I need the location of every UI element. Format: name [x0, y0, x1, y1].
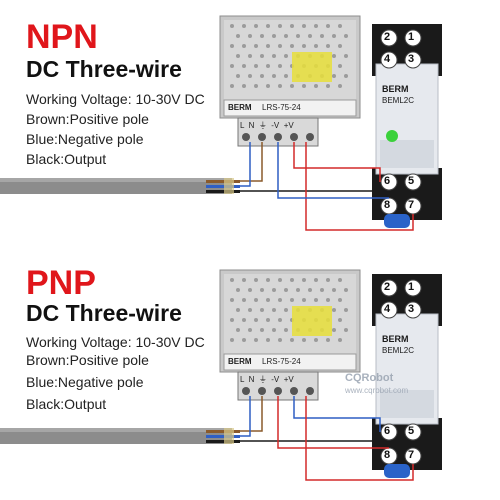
relay-pin-4: 4 — [384, 53, 391, 65]
relay-pin-3: 3 — [408, 53, 415, 65]
npn-wiring-graphic — [0, 15, 442, 231]
relay-brand: BERM — [382, 84, 409, 94]
wire-brown-to-psu — [240, 142, 263, 182]
psu-model: LRS-75-24 — [262, 103, 301, 112]
spec-blue: Blue:Negative pole — [26, 374, 144, 390]
relay-pin-8: 8 — [384, 449, 391, 461]
relay-pin-6: 6 — [384, 425, 391, 437]
relay-socket-bottom — [372, 168, 442, 220]
relay-model: BEML2C — [382, 96, 415, 105]
relay-pin-circles — [380, 279, 422, 465]
brown-wire — [206, 430, 240, 433]
psu-terminal-labels: L N ⏚ -V +V — [240, 375, 294, 384]
wire-red-to-relay — [305, 396, 414, 481]
psu-label-strip — [223, 99, 357, 117]
relay-socket-bottom — [372, 418, 442, 470]
spec-black: Black:Output — [26, 396, 107, 412]
psu-vent-grid — [224, 274, 356, 354]
relay-pin-2: 2 — [384, 31, 391, 43]
black-wire — [206, 190, 240, 193]
spec-blue: Blue:Negative pole — [26, 131, 144, 147]
wire-blue-to-psu — [240, 142, 251, 187]
relay-pin-5: 5 — [408, 175, 415, 187]
wire-blue-to-relay — [293, 396, 381, 432]
npn-panel: NPN DC Three-wire Working Voltage: 10-30… — [0, 15, 442, 231]
relay-pin-3: 3 — [408, 303, 415, 315]
psu-internal-component — [292, 52, 332, 82]
relay-pin-6: 6 — [384, 175, 391, 187]
relay-pin-7: 7 — [408, 199, 415, 211]
spec-black: Black:Output — [26, 151, 107, 167]
mode-title-pnp: PNP — [26, 264, 96, 302]
psu-internal-component — [292, 306, 332, 336]
psu-model: LRS-75-24 — [262, 357, 301, 366]
relay-pin-circles — [380, 29, 422, 215]
watermark-url: www.cqrobot.com — [345, 386, 409, 395]
relay-pin-5: 5 — [408, 425, 415, 437]
relay-indicator-led — [386, 130, 398, 142]
socket-clip — [384, 214, 410, 228]
mode-title-npn: NPN — [26, 18, 98, 56]
wire-blue-to-psu — [240, 396, 251, 437]
psu-brand: BERM — [228, 357, 252, 366]
spec-voltage: Working Voltage: 10-30V DC — [26, 334, 205, 350]
relay-pin-4: 4 — [384, 303, 391, 315]
relay-pin-7: 7 — [408, 449, 415, 461]
spec-brown: Brown:Positive pole — [26, 352, 149, 368]
watermark-logo: CQRobot — [345, 372, 394, 384]
socket-clip — [384, 464, 410, 478]
pnp-wiring-graphic — [0, 269, 442, 481]
psu-brand: BERM — [228, 103, 252, 112]
relay-pin-1: 1 — [408, 31, 415, 43]
wire-type-heading: DC Three-wire — [26, 300, 182, 326]
psu-vent-grid — [224, 20, 356, 100]
wire-type-heading: DC Three-wire — [26, 56, 182, 82]
wire-brown-to-psu — [240, 396, 263, 432]
wire-red-to-relay — [293, 142, 381, 182]
blue-wire — [206, 435, 240, 438]
relay-pin-8: 8 — [384, 199, 391, 211]
relay-pin-1: 1 — [408, 281, 415, 293]
psu-terminal-screws — [242, 387, 314, 395]
relay-model: BEML2C — [382, 346, 415, 355]
spec-brown: Brown:Positive pole — [26, 111, 149, 127]
pnp-panel: PNP DC Three-wire Working Voltage: 10-30… — [0, 250, 500, 500]
brown-wire — [206, 180, 240, 183]
blue-wire — [206, 185, 240, 188]
relay-brand: BERM — [382, 334, 409, 344]
wire-sleeve — [224, 428, 234, 444]
psu-terminal-screws — [242, 133, 314, 141]
psu-label-strip — [223, 353, 357, 371]
wire-sleeve — [224, 178, 234, 194]
black-wire — [206, 440, 240, 443]
spec-voltage: Working Voltage: 10-30V DC — [26, 91, 205, 107]
psu-terminal-labels: L N ⏚ -V +V — [240, 121, 294, 130]
relay-pin-2: 2 — [384, 281, 391, 293]
